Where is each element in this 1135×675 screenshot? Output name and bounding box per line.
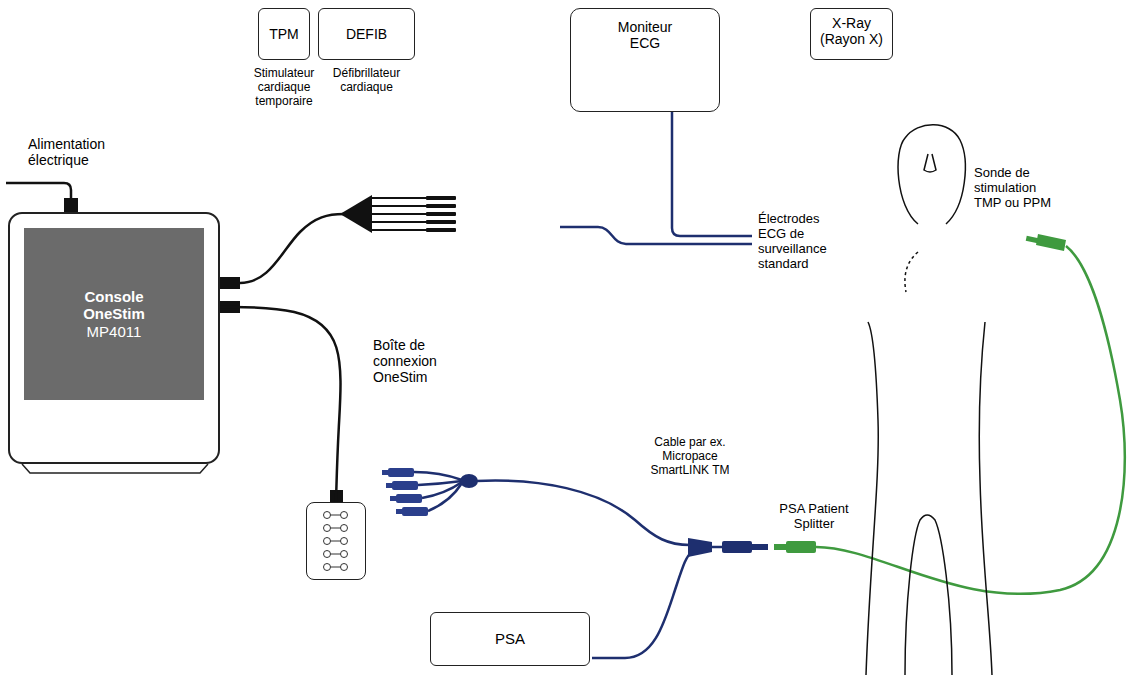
green-plug xyxy=(1036,234,1066,251)
green-plug-tip xyxy=(1026,236,1039,243)
ecg-lead xyxy=(372,197,426,199)
blue-plug-tip xyxy=(386,483,393,488)
blue-wire xyxy=(428,483,462,511)
node-label: Console OneStim xyxy=(64,288,164,323)
legs-line xyxy=(905,515,952,675)
ecg-lead xyxy=(372,221,426,223)
splitter-label: PSA Patient Splitter xyxy=(768,502,860,532)
socket xyxy=(341,538,348,545)
blue-plug xyxy=(396,494,422,503)
blue-wire xyxy=(418,481,462,485)
connector-layer xyxy=(220,307,341,502)
green-cable xyxy=(816,246,1125,594)
device-box: DEFIBDéfibrillateur cardiaque xyxy=(318,8,415,60)
socket xyxy=(324,564,331,571)
node-label: MP4011 xyxy=(87,323,142,340)
ecg-leads xyxy=(372,198,426,230)
electrode-label: Électrodes ECG de surveillance standard xyxy=(758,212,840,272)
node-label: PSA xyxy=(495,630,525,647)
psa-cable xyxy=(592,552,692,658)
blue-plug xyxy=(388,468,414,477)
monitor-box: Moniteur ECG xyxy=(570,8,720,112)
nose xyxy=(924,154,936,172)
torso-line xyxy=(866,322,878,675)
ecg-lead xyxy=(372,229,426,231)
lead-tip xyxy=(426,228,456,232)
ecg-cable xyxy=(240,214,344,283)
socket xyxy=(341,564,348,571)
device-caption: Défibrillateur cardiaque xyxy=(318,67,415,95)
cable-connector xyxy=(220,307,341,502)
blue-plug-tip xyxy=(390,496,397,501)
socket xyxy=(324,551,331,558)
lead-tip xyxy=(426,220,456,224)
blue-plug-tip xyxy=(396,509,403,514)
node-label: Moniteur ECG xyxy=(605,19,685,51)
device-caption: Boîte de connexion OneStim xyxy=(373,337,457,385)
blue-plug xyxy=(402,507,428,516)
device-box: X-Ray (Rayon X) xyxy=(810,8,893,60)
console-plug xyxy=(220,277,240,289)
console-screen: Console OneStimMP4011 xyxy=(24,228,204,400)
socket xyxy=(341,525,348,532)
green-plug-tip xyxy=(774,544,786,550)
power-plug xyxy=(64,198,78,212)
socket xyxy=(324,512,331,519)
lead-tip xyxy=(426,196,456,200)
console-unit: Console OneStimMP4011 xyxy=(8,212,220,464)
psa-box: PSA xyxy=(430,612,590,666)
blue-plug xyxy=(722,541,752,553)
torso-line xyxy=(979,322,992,675)
socket xyxy=(341,551,348,558)
head-outline xyxy=(898,125,965,224)
y-connector xyxy=(688,538,712,557)
node-label: X-Ray (Rayon X) xyxy=(814,15,890,47)
monitor-wire xyxy=(672,112,752,236)
lead-tips xyxy=(426,196,456,232)
lead-label: Sonde de stimulation TMP ou PPM xyxy=(974,166,1059,211)
power-cable xyxy=(6,183,71,200)
electrode-wire xyxy=(560,227,752,244)
smartlink-cable xyxy=(476,481,690,545)
patient-figure xyxy=(866,125,992,675)
lead-splitter xyxy=(340,195,372,233)
ecg-lead xyxy=(372,213,426,215)
blue-wire xyxy=(414,472,462,480)
pacing-lead xyxy=(905,252,918,292)
blue-plug-tip xyxy=(382,470,389,475)
green-plug xyxy=(786,541,816,553)
node-label: TPM xyxy=(269,26,299,42)
ecg-lead xyxy=(372,205,426,207)
cable-label: Cable par ex. Micropace SmartLINK TM xyxy=(640,436,740,477)
node-label: DEFIB xyxy=(346,26,387,42)
blue-wire xyxy=(712,546,722,549)
blue-plugs xyxy=(382,468,428,516)
connection-box: Boîte de connexion OneStim xyxy=(306,502,366,580)
device-caption: Stimulateur cardiaque temporaire xyxy=(242,67,326,108)
lead-tip xyxy=(426,204,456,208)
power-label: Alimentation électrique xyxy=(28,136,128,168)
blue-plug xyxy=(392,481,418,490)
device-box: TPMStimulateur cardiaque temporaire xyxy=(258,8,310,60)
blue-plug-tip xyxy=(752,544,768,550)
socket xyxy=(324,538,331,545)
blue-junction xyxy=(460,474,478,488)
lead-tip xyxy=(426,212,456,216)
socket-panel xyxy=(307,503,365,579)
console-foot xyxy=(22,464,208,473)
socket xyxy=(341,512,348,519)
blue-wires xyxy=(414,472,462,511)
socket xyxy=(324,525,331,532)
